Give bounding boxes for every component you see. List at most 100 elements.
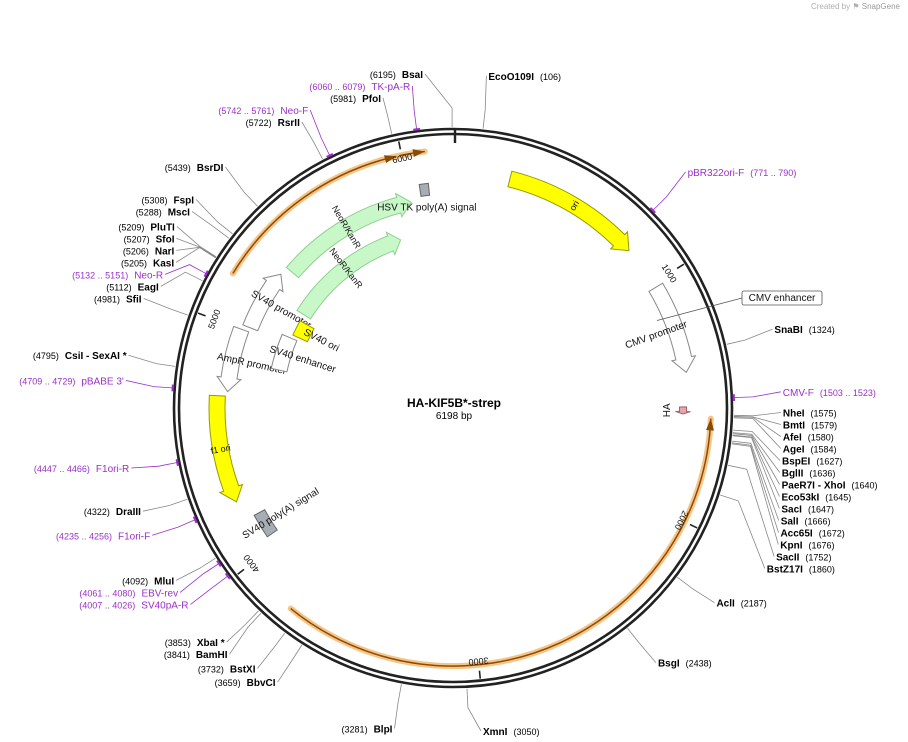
enzyme-label: (5981)PfoI <box>330 94 381 105</box>
site-connector <box>301 121 323 160</box>
site-connector <box>726 328 773 345</box>
snapgene-logo-icon: ⚑ <box>852 2 860 11</box>
enzyme-label: Acc65I(1672) <box>780 529 844 540</box>
primer-mark <box>192 516 198 524</box>
site-connector <box>309 109 331 156</box>
site-connector <box>191 211 230 239</box>
tick-mark <box>676 263 685 270</box>
site-connector <box>229 612 262 655</box>
tick-mark <box>197 312 206 317</box>
enzyme-label: SacII(1752) <box>776 553 831 564</box>
primer-label: (5132 .. 5151)Neo-R <box>72 270 163 281</box>
enzyme-label: (4981)SfiI <box>94 294 142 305</box>
feature-hsv-tk-poly-a-signal <box>418 182 431 197</box>
tick-label: 1000 <box>660 262 679 284</box>
enzyme-label: SacI(1647) <box>781 505 834 516</box>
snapgene-credit: Created by ⚑ SnapGene <box>811 2 900 11</box>
feature-sv40-promoter <box>242 273 284 332</box>
site-connector <box>226 610 259 643</box>
site-connector <box>164 264 207 275</box>
primer-label: (4061 .. 4080)EBV-rev <box>79 588 178 599</box>
credit-prefix: Created by <box>810 2 851 11</box>
enzyme-label: (5207)SfoI <box>124 234 175 245</box>
feature-sv40-poly-a-signal <box>253 509 278 538</box>
enzyme-label: XmnI(3050) <box>483 727 539 738</box>
enzyme-label: (4322)DraIII <box>84 507 141 518</box>
enzyme-label: BsgI(2438) <box>658 659 712 670</box>
backbone-outer-ring <box>172 127 734 689</box>
site-connector <box>733 429 781 461</box>
tick-label: 4000 <box>241 553 261 575</box>
site-connector <box>732 433 780 485</box>
site-connector <box>627 627 657 663</box>
site-connector <box>131 462 178 469</box>
tick-mark <box>478 670 482 679</box>
site-connector <box>128 354 176 367</box>
enzyme-label: NheI(1575) <box>783 409 837 420</box>
feature-cmv-promoter <box>648 282 697 374</box>
primer-label: pBR322ori-F(771 .. 790) <box>688 168 797 179</box>
enzyme-label: AgeI(1584) <box>783 445 837 456</box>
feature-sv40-enhancer <box>270 333 298 373</box>
orf-glow <box>287 415 714 670</box>
site-connector <box>195 199 233 235</box>
site-connector <box>160 271 203 287</box>
enzyme-label: (5209)PluTI <box>118 222 175 233</box>
feature-ha <box>675 406 691 415</box>
enzyme-label: BmtI(1579) <box>783 421 837 432</box>
primer-label: (6060 .. 6079)TK-pA-R <box>309 82 410 93</box>
site-connector <box>176 226 217 258</box>
orf-line <box>232 155 397 274</box>
site-connector <box>733 416 782 437</box>
feature-ampr-promoter <box>216 325 250 393</box>
primer-layer: (6060 .. 6079)TK-pA-R(5742 .. 5761)Neo-F… <box>19 82 876 611</box>
site-connector <box>733 391 781 398</box>
site-connector <box>731 440 780 521</box>
feature-neor-kanr <box>285 192 412 279</box>
tick-mark <box>689 523 698 529</box>
enzyme-label: (4795)CsiI - SexAI * <box>33 351 127 362</box>
enzyme-label: (3732)BstXI <box>198 664 256 675</box>
site-connector <box>257 632 286 669</box>
enzyme-label: EcoO109I(106) <box>488 72 561 83</box>
primer-mark <box>649 207 656 214</box>
callout-line <box>656 297 743 321</box>
site-connector <box>652 171 686 211</box>
primer-label: (4007 .. 4026)SV40pA-R <box>79 600 188 611</box>
feature-sv40-ori <box>292 320 315 343</box>
label-layer: (6195)BsaI(5981)PfoI(5722)RsrII(5439)Bsr… <box>33 70 878 738</box>
cmv-enhancer-label: CMV enhancer <box>749 293 816 304</box>
enzyme-label: (3659)BbvCI <box>215 678 276 689</box>
enzyme-label: AfeI(1580) <box>783 433 834 444</box>
site-connector <box>732 432 781 473</box>
primer-mark <box>224 572 231 580</box>
site-connector <box>190 575 229 605</box>
orf-layer <box>229 148 715 670</box>
cmv-enhancer-box <box>741 290 823 306</box>
enzyme-label: BglII(1636) <box>782 469 836 480</box>
enzyme-label: (4092)MluI <box>122 576 174 587</box>
enzyme-label: Eco53kI(1645) <box>781 493 851 504</box>
enzyme-label: PaeR7I - XhoI(1640) <box>782 481 878 492</box>
enzyme-label: BspEI(1627) <box>782 457 842 468</box>
site-connector <box>382 97 393 134</box>
feature-label: SV40 poly(A) signal <box>241 486 322 541</box>
feature-label: ori <box>567 199 581 213</box>
enzyme-label: (6195)BsaI <box>370 70 423 81</box>
tick-label: 2000 <box>673 509 691 531</box>
site-connector <box>732 435 780 509</box>
primer-label: (4709 .. 4729)pBABE 3' <box>19 376 124 387</box>
site-connector <box>411 85 417 130</box>
feature-label: f1 ori <box>210 443 231 456</box>
plasmid-name: HA-KIF5B*-strep <box>407 396 501 410</box>
backbone <box>172 127 734 689</box>
tick-mark <box>237 568 245 575</box>
feature-neor-kanr <box>296 231 402 320</box>
enzyme-label: (5308)FspI <box>141 195 194 206</box>
orf-arrowhead <box>383 155 397 163</box>
primer-mark <box>203 270 209 278</box>
site-connector <box>466 688 482 732</box>
enzyme-label: (5205)KasI <box>121 258 174 269</box>
site-connector <box>225 166 258 207</box>
